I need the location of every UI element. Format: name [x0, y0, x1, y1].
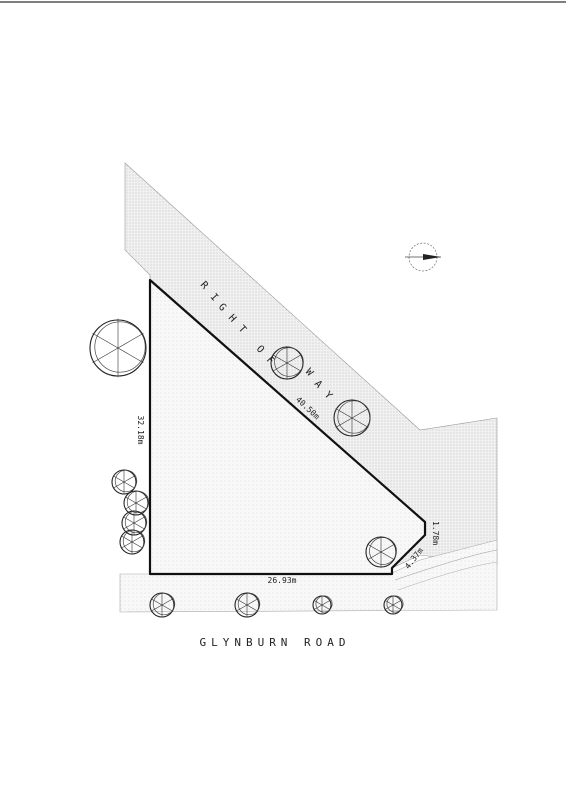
tree-icon — [234, 592, 261, 618]
row-letter: T — [236, 324, 248, 336]
row-letter: F — [264, 355, 276, 367]
dimension-south: 26.93m — [268, 576, 297, 585]
row-letter: I — [208, 292, 220, 304]
tree-icon — [270, 346, 304, 380]
tree-icon — [111, 469, 138, 495]
road-name-label: GLYNBURN ROAD — [199, 636, 351, 649]
row-letter: O — [254, 344, 266, 356]
road-curb-line-2 — [397, 561, 498, 591]
tree-icon — [123, 490, 150, 516]
trees — [89, 318, 404, 618]
right-of-way-strip — [124, 162, 498, 569]
tree-icon — [333, 399, 371, 437]
row-letter: A — [312, 379, 324, 391]
road-curb-line — [394, 549, 498, 581]
dimension-west: 32.18m — [136, 416, 145, 445]
row-letter: Y — [322, 390, 334, 402]
north-arrow-icon — [405, 242, 441, 272]
tree-icon — [383, 595, 404, 615]
row-letter: G — [216, 302, 228, 314]
dimension-east: 1.78m — [431, 521, 440, 545]
lot-boundary — [148, 278, 427, 576]
tree-icon — [312, 595, 333, 615]
row-letter: H — [226, 313, 238, 325]
tree-icon — [365, 536, 397, 568]
tree-icon — [149, 592, 176, 618]
tree-icon — [121, 510, 148, 536]
tree-icon — [89, 318, 147, 378]
tree-icon — [119, 529, 146, 555]
